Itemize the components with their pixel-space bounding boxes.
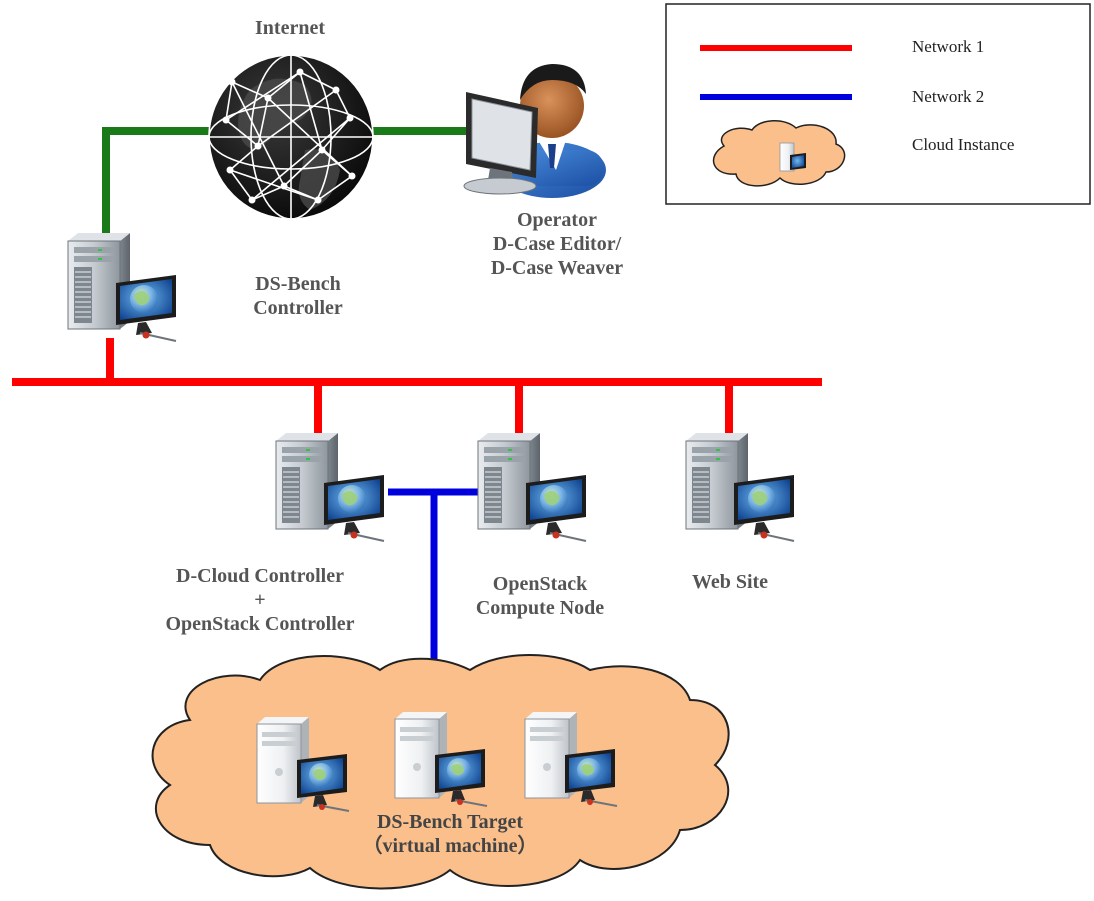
compute-node-label: OpenStack Compute Node bbox=[450, 572, 630, 620]
compute-node-server-icon bbox=[477, 432, 587, 542]
ds-bench-target-label: DS-Bench Target （virtual machine） bbox=[340, 810, 560, 858]
internet-link bbox=[102, 127, 470, 236]
ds-bench-controller-line-2: Controller bbox=[253, 297, 343, 319]
operator-line-3: D-Case Weaver bbox=[490, 257, 624, 279]
operator-line-1: Operator bbox=[517, 209, 597, 231]
web-site-label: Web Site bbox=[691, 571, 769, 593]
legend-network-2-label: Network 2 bbox=[912, 87, 985, 106]
network-2-bus bbox=[388, 488, 478, 682]
ds-bench-target-line-2: （virtual machine） bbox=[362, 835, 538, 857]
dcloud-controller-server-icon bbox=[275, 432, 385, 542]
legend-cloud-icon bbox=[712, 120, 846, 187]
web-site-server-icon bbox=[685, 432, 795, 542]
operator-line-2: D-Case Editor/ bbox=[492, 233, 622, 255]
internet-label: Internet bbox=[255, 17, 325, 39]
dcloud-controller-line-2: + bbox=[254, 589, 266, 611]
ds-bench-controller-label: DS-Bench Controller bbox=[228, 272, 368, 320]
globe-icon bbox=[208, 54, 374, 220]
legend-cloud-instance-label: Cloud Instance bbox=[912, 135, 1015, 154]
dcloud-controller-line-3: OpenStack Controller bbox=[165, 613, 355, 635]
network-1-bus bbox=[12, 338, 822, 435]
operator-label: Operator D-Case Editor/ D-Case Weaver bbox=[462, 208, 652, 280]
compute-node-line-1: OpenStack bbox=[492, 573, 588, 595]
dcloud-controller-line-1: D-Cloud Controller bbox=[176, 565, 344, 587]
legend-box bbox=[665, 3, 1091, 205]
ds-bench-target-line-1: DS-Bench Target bbox=[376, 811, 524, 833]
ds-bench-controller-server-icon bbox=[67, 232, 177, 342]
operator-workstation-icon bbox=[463, 64, 606, 198]
ds-bench-controller-line-1: DS-Bench bbox=[255, 273, 341, 295]
legend-network-1-label: Network 1 bbox=[912, 37, 985, 56]
dcloud-controller-label: D-Cloud Controller + OpenStack Controlle… bbox=[140, 564, 380, 636]
compute-node-line-2: Compute Node bbox=[475, 597, 605, 619]
